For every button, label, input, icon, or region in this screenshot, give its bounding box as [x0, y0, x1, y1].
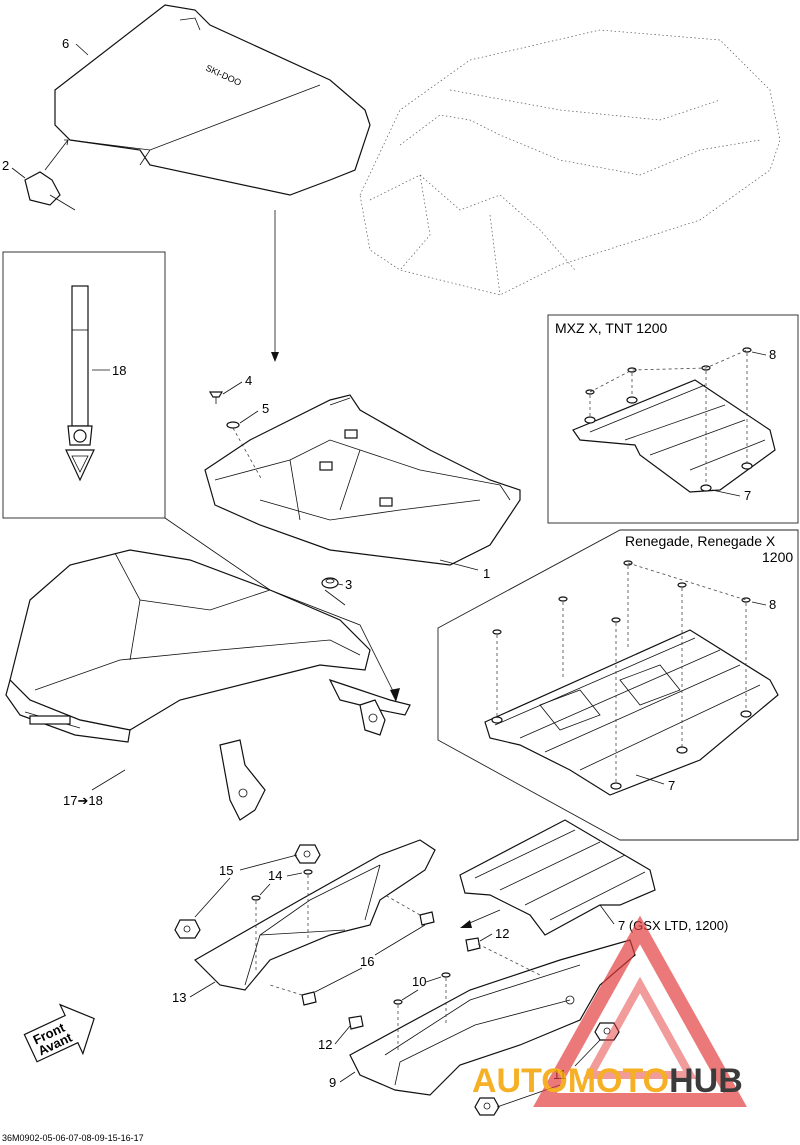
callout-17-18: 17➔18: [63, 793, 103, 808]
front-arrow-tag: Front Avant: [23, 1003, 95, 1063]
part-16-screws: [269, 894, 435, 1006]
part-13-guard: [194, 839, 436, 991]
callout-9: 9: [329, 1075, 336, 1090]
part-12-screws: [348, 937, 541, 1030]
part-9-guard: [349, 939, 636, 1096]
callout-8-renegade: 8: [769, 597, 776, 612]
part-5-washer: [226, 421, 240, 429]
part-1-seat-base: [204, 394, 521, 566]
watermark-moto: MOTO: [568, 1062, 669, 1100]
watermark-triangle-inner-icon: [583, 976, 697, 1079]
renegade-screws: [491, 560, 752, 790]
callout-7-renegade: 7: [668, 778, 675, 793]
part-2-clip: [24, 171, 76, 211]
seat-outline: [359, 29, 781, 296]
callout-15: 15: [219, 863, 233, 878]
mxz-box-title: MXZ X, TNT 1200: [555, 320, 668, 336]
drawing-code: 36M0902-05-06-07-08-09-15-16-17: [2, 1133, 144, 1143]
renegade-box-title-1: Renegade, Renegade X: [625, 533, 776, 549]
renegade-box: [437, 529, 799, 841]
part-17-seat: [5, 549, 411, 821]
part-4-screw: [208, 391, 224, 404]
callout-10: 10: [412, 974, 426, 989]
callout-5: 5: [262, 401, 269, 416]
watermark-triangle-icon: [533, 915, 747, 1107]
callout-4: 4: [245, 373, 252, 388]
strap-detail-box: [2, 251, 166, 519]
callout-14: 14: [268, 868, 282, 883]
callout-13: 13: [172, 990, 186, 1005]
callout-8-mxz: 8: [769, 347, 776, 362]
part-7-renegade-panel: [484, 629, 779, 796]
callout-16: 16: [360, 954, 374, 969]
callout-12-left: 12: [318, 1037, 332, 1052]
watermark-hub: HUB: [669, 1062, 743, 1100]
mxz-box: [547, 314, 799, 524]
part-15-nuts: [174, 844, 321, 939]
part-18-strap: [65, 285, 95, 482]
part-14-screws: [251, 869, 313, 970]
renegade-box-title-2: 1200: [762, 549, 793, 565]
callout-7-mxz: 7: [744, 488, 751, 503]
callout-2: 2: [2, 158, 9, 173]
callout-3: 3: [345, 577, 352, 592]
mxz-screws: [584, 347, 753, 492]
part-6-cover: SKI-DOO: [54, 4, 371, 196]
callout-1: 1: [483, 566, 490, 581]
callout-12-right: 12: [495, 926, 509, 941]
part-10-screws: [393, 972, 451, 1050]
callout-6: 6: [62, 36, 69, 51]
part-7-mxz-panel: [572, 379, 776, 493]
svg-text:AUTOMOTOHUB: AUTOMOTOHUB: [472, 1062, 743, 1100]
callout-18: 18: [112, 363, 126, 378]
part-3-grommet: [321, 577, 339, 589]
watermark-auto: AUTO: [472, 1062, 568, 1100]
watermark-logo: AUTOMOTOHUB: [472, 915, 747, 1107]
